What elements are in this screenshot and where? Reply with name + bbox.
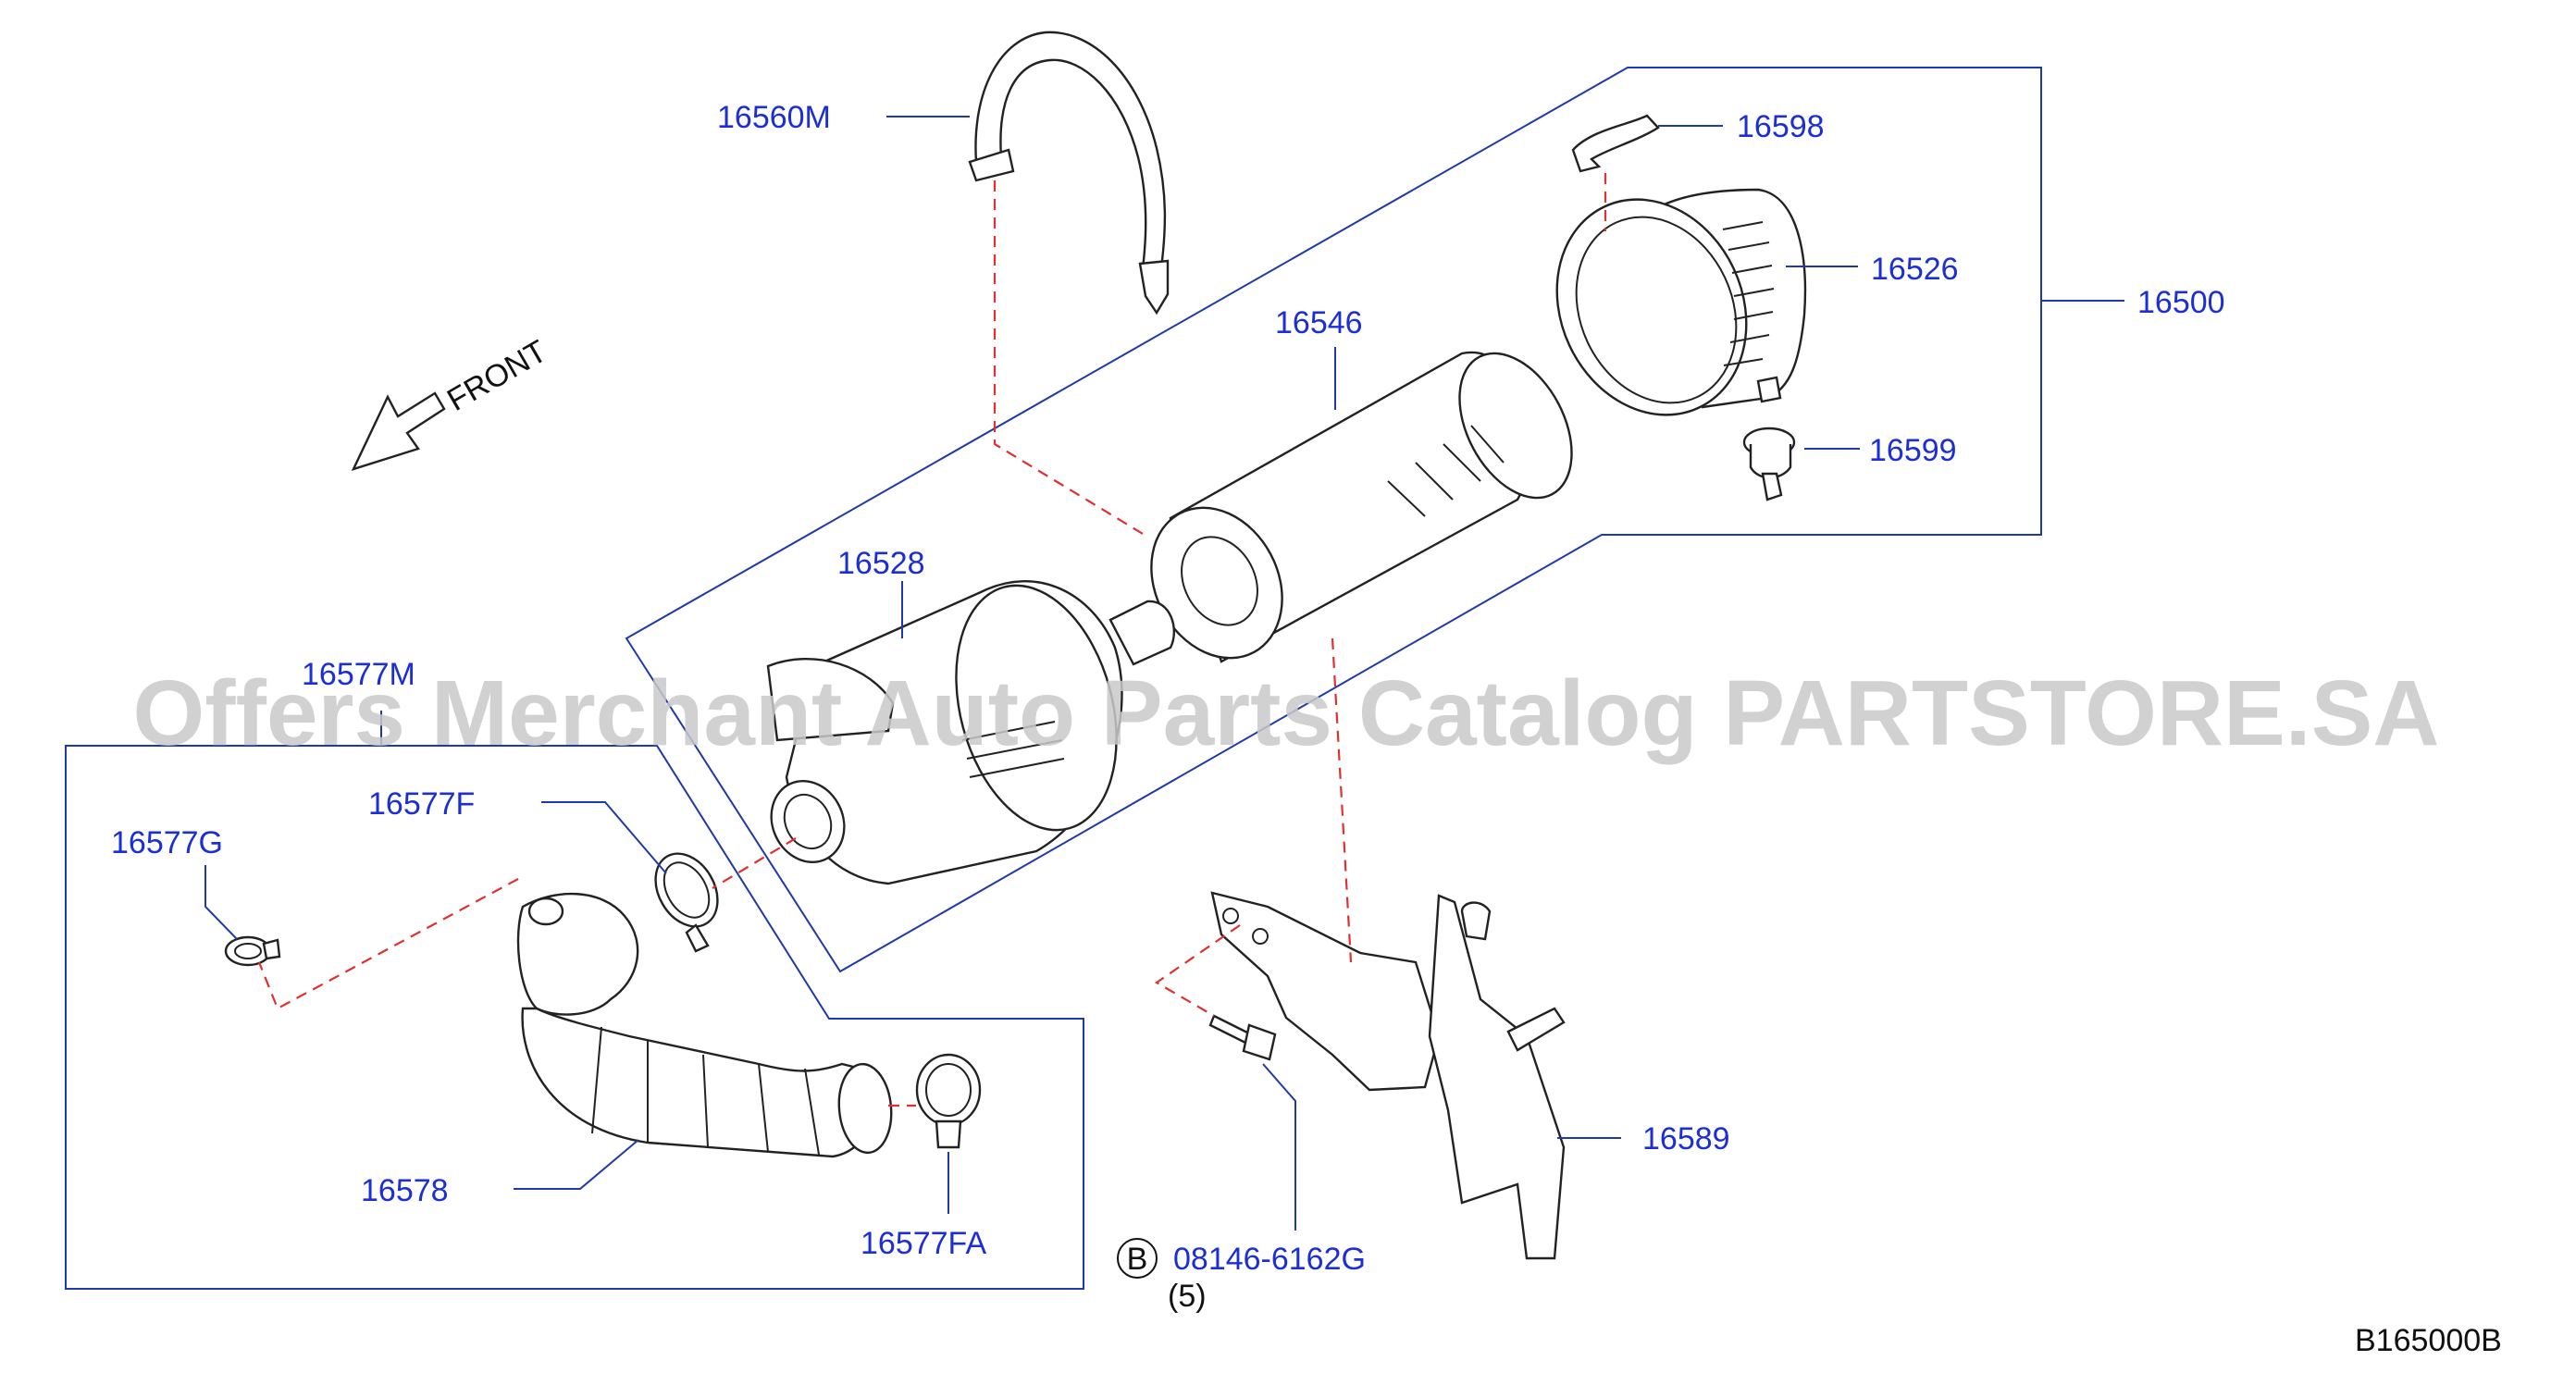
cover-16526 (1555, 188, 1807, 416)
label-16546: 16546 (1275, 305, 1363, 340)
label-16526: 16526 (1871, 252, 1959, 287)
clamp-16577FA (915, 1053, 982, 1149)
label-16598: 16598 (1737, 109, 1825, 144)
label-16577F: 16577F (368, 786, 475, 822)
strap-16560M (968, 31, 1170, 315)
label-16560M: 16560M (717, 100, 831, 135)
leader-lines (204, 116, 2124, 1231)
bolt-08146-6162G (1208, 1014, 1277, 1061)
front-arrow-icon (351, 391, 446, 471)
clip-16598 (1571, 114, 1660, 173)
assembly-dashed-lines (257, 173, 1607, 1107)
label-16577FA: 16577FA (861, 1226, 986, 1261)
label-16528: 16528 (837, 546, 925, 581)
clamp-16577F (654, 852, 719, 953)
label-16577M: 16577M (302, 657, 415, 692)
bolt-callout: B 08146-6162G (5) (1117, 1238, 1366, 1314)
label-16577G: 16577G (111, 825, 223, 860)
air-cleaner-housing-16528 (766, 580, 1175, 885)
assembly-frame-16577M (65, 745, 1084, 1290)
label-16500: 16500 (2137, 285, 2225, 320)
bolt-quantity: (5) (1168, 1279, 1207, 1314)
diagram-code: B165000B (2355, 1323, 2502, 1358)
callout-letter: B (1127, 1242, 1148, 1277)
bolt-part-number: 08146-6162G (1173, 1242, 1366, 1277)
label-16578: 16578 (361, 1173, 449, 1208)
clamp-16577G (224, 935, 281, 967)
grommet-16599 (1742, 427, 1796, 501)
filter-element-16546 (1150, 351, 1573, 663)
callout-circle (1117, 1238, 1158, 1279)
intake-hose-16578 (516, 892, 893, 1158)
bracket-16589 (1210, 891, 1566, 1260)
watermark-text: Offers Merchant Auto Parts Catalog PARTS… (133, 662, 2440, 765)
assembly-frame-16500 (625, 67, 2042, 973)
front-label: FRONT (441, 333, 552, 417)
label-16599: 16599 (1869, 433, 1957, 468)
label-16589: 16589 (1642, 1121, 1730, 1157)
